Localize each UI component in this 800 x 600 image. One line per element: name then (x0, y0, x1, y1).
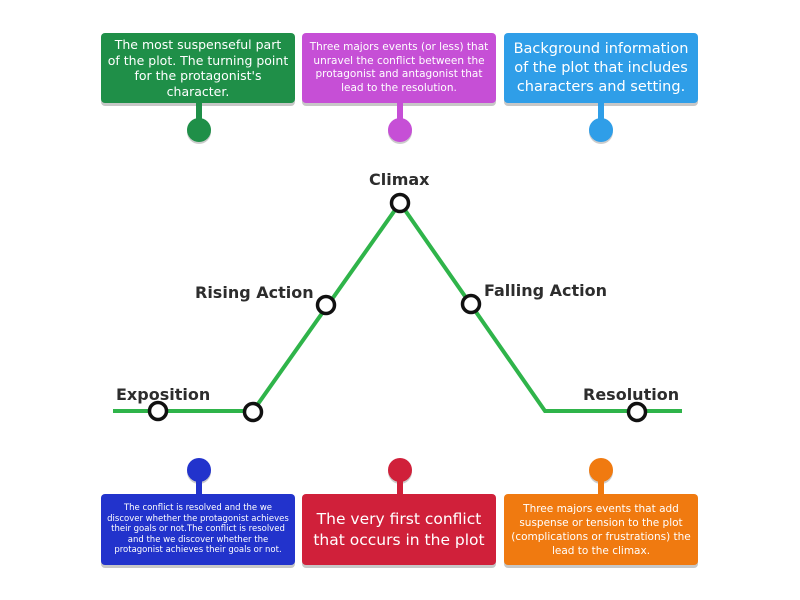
rising-action-marker[interactable] (315, 294, 337, 316)
top-magenta-card-text: Three majors events (or less) that unrav… (309, 41, 489, 94)
map-pin-icon (589, 118, 613, 142)
bottom-blue-card[interactable]: The conflict is resolved and the we disc… (101, 494, 295, 565)
top-green-card-text: The most suspenseful part of the plot. T… (107, 37, 289, 99)
top-sky-card-text: Background information of the plot that … (513, 40, 689, 95)
resolution-marker[interactable] (626, 401, 648, 423)
bottom-red-card-text: The very first conflict that occurs in t… (313, 509, 485, 549)
bottom-blue-card-text: The conflict is resolved and the we disc… (107, 503, 289, 556)
top-green-pin-stem (196, 103, 202, 123)
map-pin-icon (388, 118, 412, 142)
stage-label-climax: Climax (369, 170, 430, 189)
bottom-red-card[interactable]: The very first conflict that occurs in t… (302, 494, 496, 565)
stage-label-exposition: Exposition (116, 385, 211, 404)
top-magenta-pin-stem (397, 103, 403, 123)
exposition-marker[interactable] (147, 400, 169, 422)
stage-label-resolution: Resolution (583, 385, 680, 404)
bottom-orange-card[interactable]: Three majors events that add suspense or… (504, 494, 698, 565)
stage-label-rising-action: Rising Action (195, 283, 314, 302)
top-green-card[interactable]: The most suspenseful part of the plot. T… (101, 33, 295, 103)
map-pin-icon (187, 118, 211, 142)
conflict-marker[interactable] (242, 401, 264, 423)
plot-line (113, 199, 682, 413)
top-magenta-card[interactable]: Three majors events (or less) that unrav… (302, 33, 496, 103)
bottom-orange-card-text: Three majors events that add suspense or… (511, 502, 691, 557)
top-sky-card[interactable]: Background information of the plot that … (504, 33, 698, 103)
bottom-red-pin-stem (397, 475, 403, 495)
top-sky-pin-stem (598, 103, 604, 123)
falling-action-marker[interactable] (460, 293, 482, 315)
climax-marker[interactable] (389, 192, 411, 214)
stage-label-falling-action: Falling Action (484, 281, 608, 300)
bottom-blue-pin-stem (196, 475, 202, 495)
bottom-orange-pin-stem (598, 475, 604, 495)
